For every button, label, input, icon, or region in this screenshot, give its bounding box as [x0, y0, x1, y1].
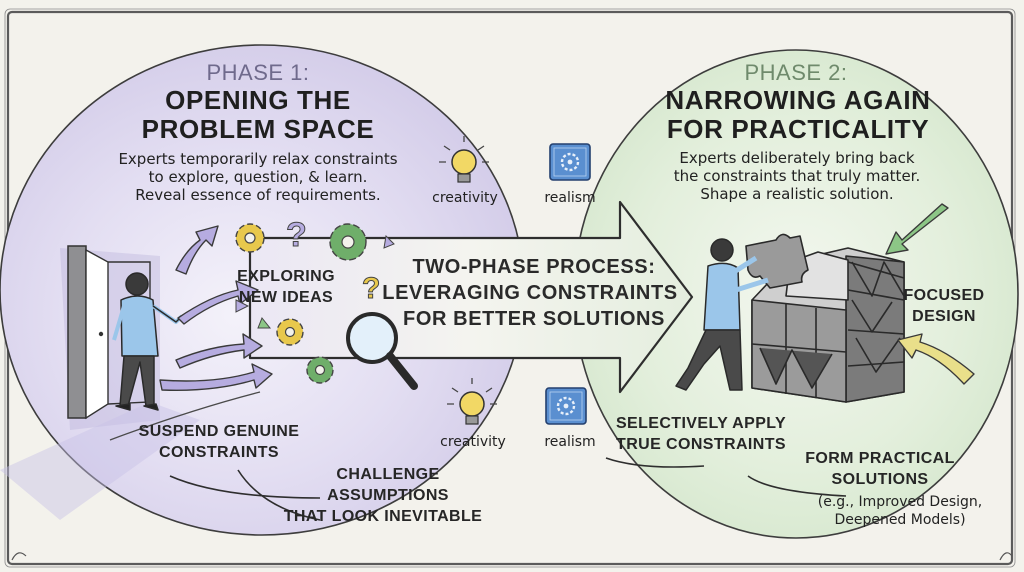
person-builder — [675, 238, 769, 391]
focus-arrows — [885, 203, 975, 385]
suspend-label-line2: CONSTRAINTS — [159, 444, 279, 461]
question-mark-icon: ? — [362, 272, 380, 305]
form-label-line4: Deepened Models) — [834, 512, 966, 528]
phase1-title-line2: PROBLEM SPACE — [141, 114, 375, 144]
challenge-label-line2: ASSUMPTIONS — [327, 487, 449, 504]
blueprint-gear-icon — [545, 387, 587, 425]
selectively-label-line2: TRUE CONSTRAINTS — [616, 436, 786, 453]
phase1-desc-line3: Reveal essence of requirements. — [135, 186, 381, 204]
person-explorer — [112, 272, 184, 411]
form-label-line3: (e.g., Improved Design, — [817, 494, 983, 510]
form-label-line1: FORM PRACTICAL — [805, 450, 955, 467]
selectively-label-line1: SELECTIVELY APPLY — [615, 415, 787, 432]
gear-icon — [235, 223, 265, 253]
gear-icon — [306, 356, 334, 384]
center-title-line3: FOR BETTER SOLUTIONS — [403, 308, 665, 330]
question-mark-icon: ? — [286, 216, 307, 254]
center-title-line2: LEVERAGING CONSTRAINTS — [382, 282, 678, 304]
magnifying-glass-icon — [346, 312, 418, 390]
form-label-line2: SOLUTIONS — [831, 471, 929, 488]
realism-label-top: realism — [544, 190, 596, 206]
focused-label-line1: FOCUSED — [903, 287, 985, 304]
challenge-label-line1: CHALLENGE — [336, 466, 440, 483]
lightbulb-icon — [447, 378, 497, 425]
gear-icon — [276, 318, 304, 346]
phase2-title-line2: FOR PRACTICALITY — [666, 114, 930, 144]
phase2-title-line1: NARROWING AGAIN — [665, 85, 931, 115]
creativity-label-top: creativity — [432, 190, 498, 206]
center-title-line1: TWO-PHASE PROCESS: — [412, 256, 656, 278]
exploring-label-line1: EXPLORING — [237, 268, 335, 285]
phase2-desc-line2: the constraints that truly matter. — [673, 167, 921, 185]
exploring-label-line2: NEW IDEAS — [238, 289, 334, 306]
phase1-title-line1: OPENING THE — [165, 85, 351, 115]
phase1-desc-line1: Experts temporarily relax constraints — [118, 150, 398, 168]
creativity-label-bottom: creativity — [440, 434, 506, 450]
realism-label-bottom: realism — [544, 434, 596, 450]
phase2-label: PHASE 2: — [744, 60, 848, 85]
phase2-desc-line1: Experts deliberately bring back — [679, 149, 915, 167]
challenge-label-line3: THAT LOOK INEVITABLE — [283, 508, 483, 525]
exploration-arrows — [159, 225, 273, 391]
lightbulb-icon — [439, 136, 489, 183]
phase1-label: PHASE 1: — [206, 60, 310, 85]
phase1-desc-line2: to explore, question, & learn. — [148, 168, 368, 186]
puzzle-piece-icon — [745, 233, 809, 289]
gear-icon — [329, 223, 367, 261]
focused-label-line2: DESIGN — [912, 308, 976, 325]
suspend-label-line1: SUSPEND GENUINE — [138, 423, 300, 440]
blueprint-gear-icon — [549, 143, 591, 181]
phase2-desc-line3: Shape a realistic solution. — [700, 185, 894, 203]
